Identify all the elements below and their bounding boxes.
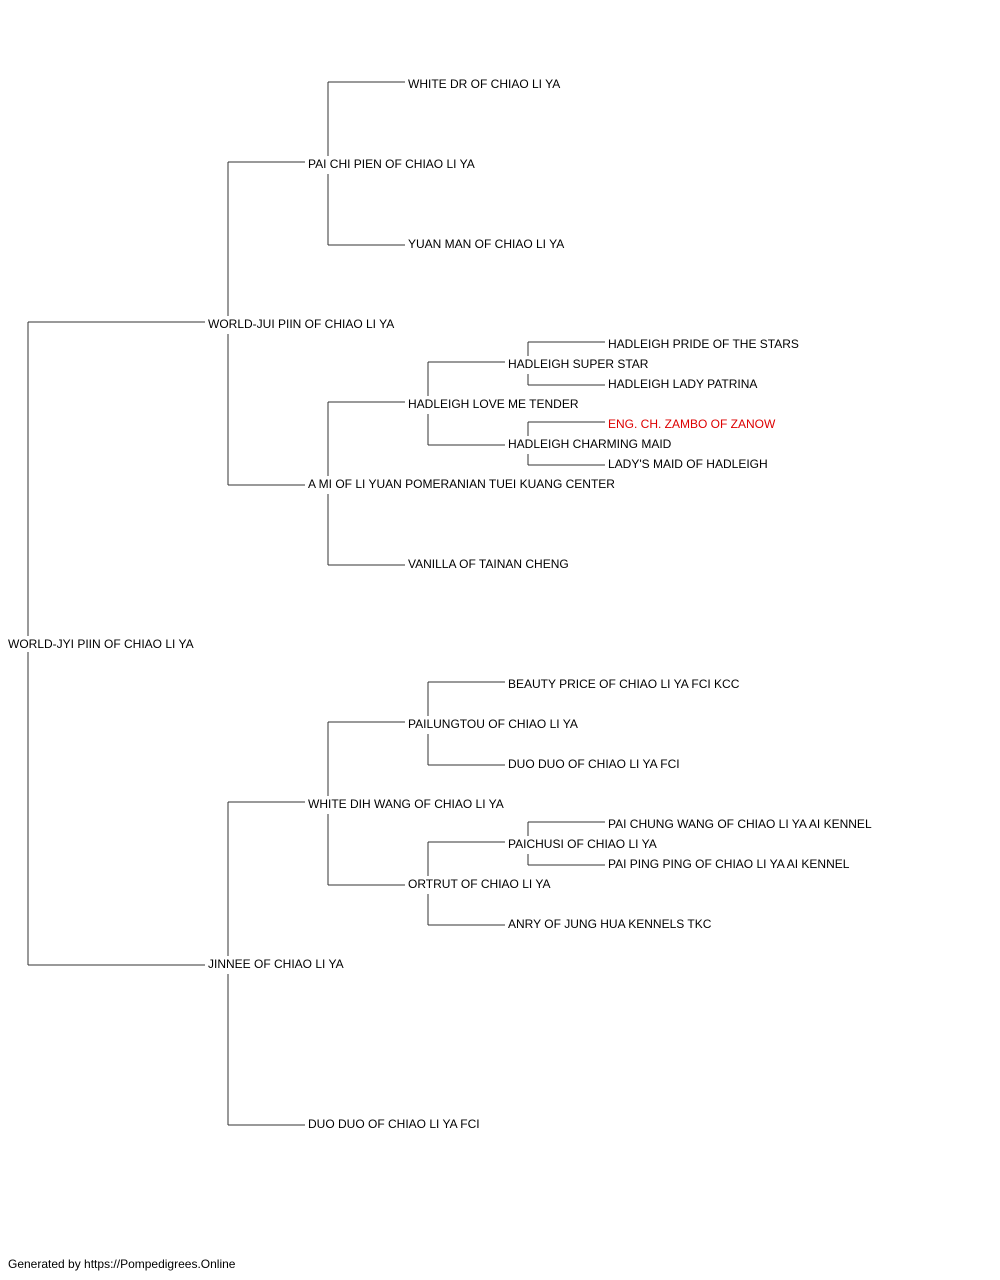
dog-name-sire-sire-dam[interactable]: YUAN MAN OF CHIAO LI YA (408, 237, 565, 251)
dog-name-sire-dam-sire-dam-dam[interactable]: LADY'S MAID OF HADLEIGH (608, 457, 768, 471)
dog-name-sire-dam-sire[interactable]: HADLEIGH LOVE ME TENDER (408, 397, 579, 411)
dog-name-sire[interactable]: WORLD-JUI PIIN OF CHIAO LI YA (208, 317, 395, 331)
dog-name-sire-dam-sire-sire-dam[interactable]: HADLEIGH LADY PATRINA (608, 377, 758, 391)
dog-name-subject[interactable]: WORLD-JYI PIIN OF CHIAO LI YA (8, 637, 194, 651)
dog-name-sire-sire[interactable]: PAI CHI PIEN OF CHIAO LI YA (308, 157, 475, 171)
dog-name-sire-dam-sire-sire[interactable]: HADLEIGH SUPER STAR (508, 357, 649, 371)
dog-name-dam-sire-dam-sire[interactable]: PAICHUSI OF CHIAO LI YA (508, 837, 657, 851)
dog-name-dam[interactable]: JINNEE OF CHIAO LI YA (208, 957, 344, 971)
dog-name-dam-dam[interactable]: DUO DUO OF CHIAO LI YA FCI (308, 1117, 480, 1131)
footer-credit: Generated by https://Pompedigrees.Online (8, 1257, 236, 1271)
dog-name-dam-sire[interactable]: WHITE DIH WANG OF CHIAO LI YA (308, 797, 504, 811)
dog-name-dam-sire-sire-dam[interactable]: DUO DUO OF CHIAO LI YA FCI (508, 757, 680, 771)
dog-name-sire-sire-sire[interactable]: WHITE DR OF CHIAO LI YA (408, 77, 561, 91)
dog-name-sire-dam-sire-sire-sire[interactable]: HADLEIGH PRIDE OF THE STARS (608, 337, 799, 351)
dog-name-sire-dam-dam[interactable]: VANILLA OF TAINAN CHENG (408, 557, 569, 571)
dog-name-sire-dam-sire-dam-sire[interactable]: ENG. CH. ZAMBO OF ZANOW (608, 417, 776, 431)
dog-name-dam-sire-sire-sire[interactable]: BEAUTY PRICE OF CHIAO LI YA FCI KCC (508, 677, 740, 691)
dog-name-dam-sire-dam-dam[interactable]: ANRY OF JUNG HUA KENNELS TKC (508, 917, 712, 931)
dog-name-dam-sire-dam-sire-sire[interactable]: PAI CHUNG WANG OF CHIAO LI YA AI KENNEL (608, 817, 872, 831)
dog-name-sire-dam[interactable]: A MI OF LI YUAN POMERANIAN TUEI KUANG CE… (308, 477, 615, 491)
dog-name-dam-sire-dam[interactable]: ORTRUT OF CHIAO LI YA (408, 877, 551, 891)
dog-name-dam-sire-dam-sire-dam[interactable]: PAI PING PING OF CHIAO LI YA AI KENNEL (608, 857, 850, 871)
dog-name-dam-sire-sire[interactable]: PAILUNGTOU OF CHIAO LI YA (408, 717, 578, 731)
dog-name-sire-dam-sire-dam[interactable]: HADLEIGH CHARMING MAID (508, 437, 672, 451)
